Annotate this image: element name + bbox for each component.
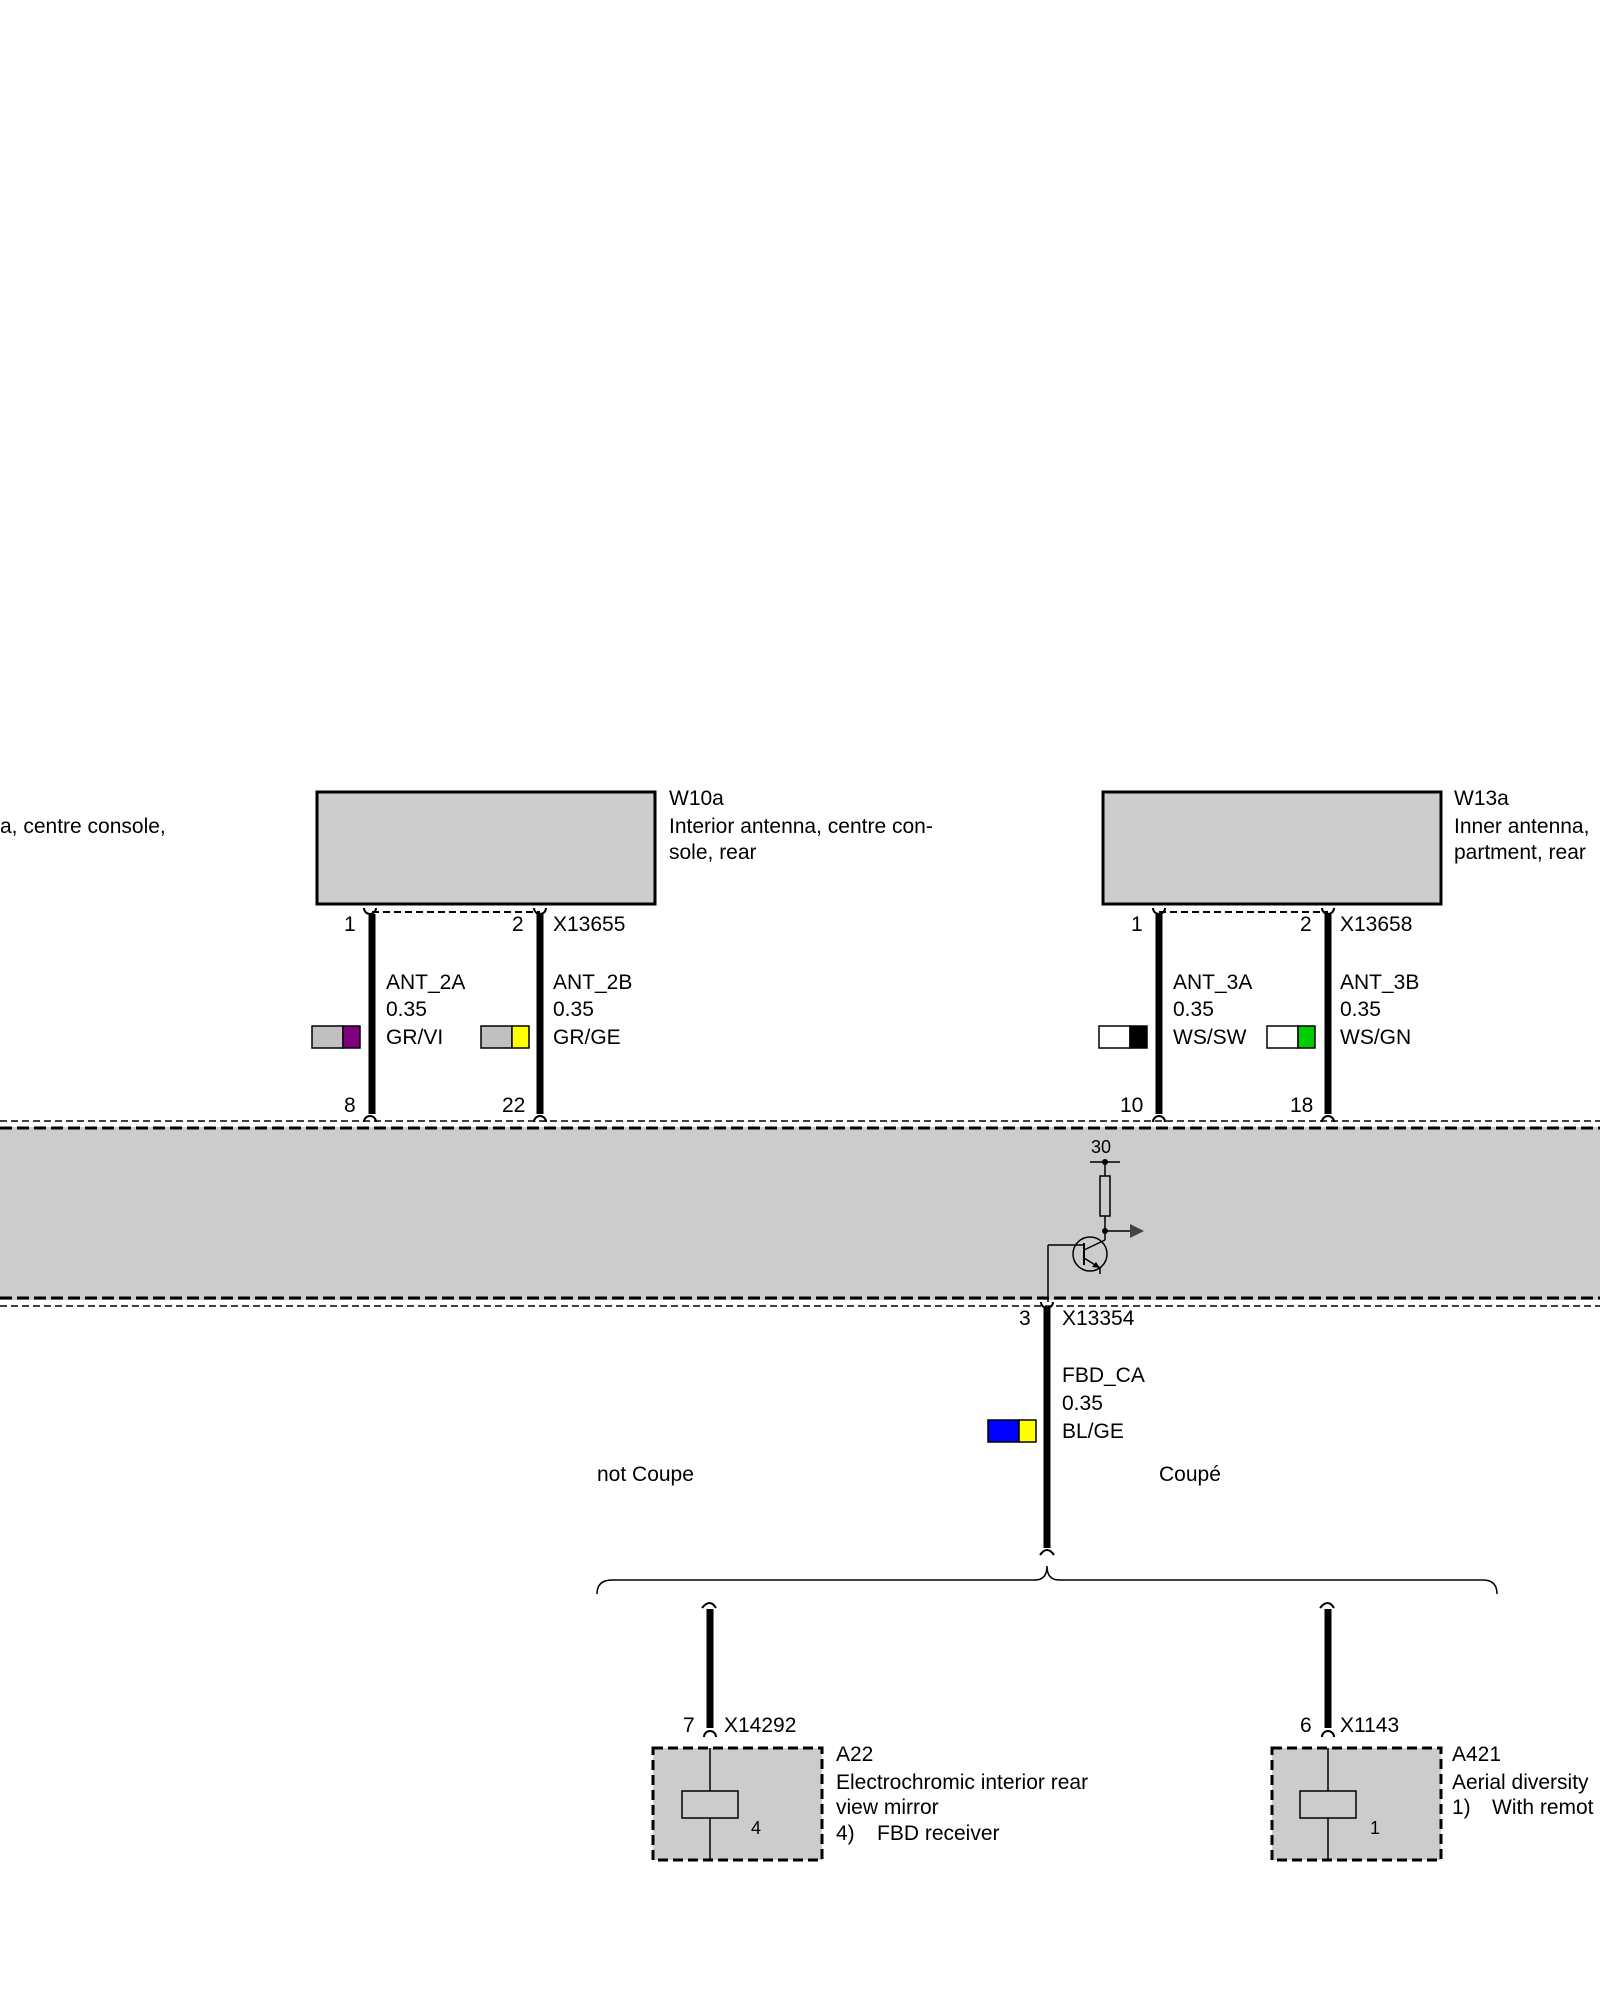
variant-brace: [596, 1565, 1498, 1595]
wire-fbd-ca[interactable]: [1039, 1301, 1055, 1556]
w10a-partial-description: a, centre console,: [0, 815, 166, 838]
wire-ant-3a-size: 0.35: [1173, 998, 1214, 1021]
connector-x13354: X13354: [1062, 1307, 1135, 1330]
variant-left-label: not Coupe: [597, 1463, 694, 1486]
a421-receiver-symbol: [1299, 1748, 1357, 1860]
control-module[interactable]: [0, 1120, 1600, 1307]
module-pin-30: 30: [1091, 1137, 1111, 1157]
w13a-component-box[interactable]: [1101, 790, 1443, 906]
w13a-pin-1: 1: [1131, 913, 1143, 936]
module-pin-22: 22: [502, 1094, 525, 1117]
a22-note-text: FBD receiver: [877, 1822, 1000, 1845]
a22-receiver-symbol: [681, 1748, 739, 1860]
a421-inner-pin: 1: [1370, 1818, 1380, 1838]
wire-to-a421[interactable]: [1319, 1602, 1335, 1738]
wire-ant-3b-name: ANT_3B: [1340, 971, 1419, 994]
a22-desc-line1: Electrochromic interior rear: [836, 1771, 1088, 1794]
wire-ant-3b[interactable]: [1321, 907, 1335, 1123]
w10a-desc-line2: sole, rear: [669, 841, 757, 864]
wire-ant-3b-size: 0.35: [1340, 998, 1381, 1021]
wire-ant-3b-swatch: [1266, 1025, 1316, 1049]
a421-component-box[interactable]: [1270, 1746, 1443, 1862]
connector-x1143: X1143: [1340, 1714, 1399, 1737]
a421-desc-line1: Aerial diversity: [1452, 1771, 1589, 1794]
a22-pin-7: 7: [683, 1714, 695, 1737]
wire-fbd-ca-size: 0.35: [1062, 1392, 1103, 1415]
wire-ant-2b[interactable]: [533, 907, 547, 1123]
wire-ant-2a-name: ANT_2A: [386, 971, 465, 994]
wire-ant-3a[interactable]: [1152, 907, 1166, 1123]
a22-note-number: 4): [836, 1822, 855, 1845]
wire-ant-3a-color-code: WS/SW: [1173, 1026, 1247, 1049]
connector-x13658: X13658: [1340, 913, 1412, 936]
wire-ant-3a-name: ANT_3A: [1173, 971, 1252, 994]
transistor-output-circuit: [1047, 1159, 1144, 1302]
a421-pin-6: 6: [1300, 1714, 1312, 1737]
wire-ant-2b-name: ANT_2B: [553, 971, 632, 994]
wire-fbd-ca-name: FBD_CA: [1062, 1364, 1145, 1387]
w10a-id: W10a: [669, 787, 724, 810]
w13a-id: W13a: [1454, 787, 1509, 810]
w10a-pin-2: 2: [512, 913, 524, 936]
a22-desc-line2: view mirror: [836, 1796, 939, 1819]
wire-ant-2a[interactable]: [363, 907, 377, 1123]
module-pin-10: 10: [1120, 1094, 1143, 1117]
a22-id: A22: [836, 1743, 873, 1766]
wire-ant-2a-swatch: [311, 1025, 361, 1049]
wire-ant-2b-size: 0.35: [553, 998, 594, 1021]
a421-note-text: With remot: [1492, 1796, 1594, 1819]
wire-ant-2b-swatch: [480, 1025, 530, 1049]
w10a-desc-line1: Interior antenna, centre con-: [669, 815, 933, 838]
wire-fbd-ca-swatch: [987, 1419, 1037, 1443]
wire-ant-2a-size: 0.35: [386, 998, 427, 1021]
wire-to-a22[interactable]: [701, 1602, 717, 1738]
module-pin-8: 8: [344, 1094, 356, 1117]
wire-ant-2a-color-code: GR/VI: [386, 1026, 443, 1049]
connector-x13655: X13655: [553, 913, 625, 936]
a421-note-number: 1): [1452, 1796, 1471, 1819]
module-pin-18: 18: [1290, 1094, 1313, 1117]
wire-ant-3b-color-code: WS/GN: [1340, 1026, 1411, 1049]
a421-id: A421: [1452, 1743, 1501, 1766]
w13a-desc-line1: Inner antenna,: [1454, 815, 1589, 838]
a22-inner-pin: 4: [751, 1818, 761, 1838]
module-pin-3: 3: [1019, 1307, 1031, 1330]
variant-right-label: Coupé: [1159, 1463, 1221, 1486]
wire-ant-2b-color-code: GR/GE: [553, 1026, 621, 1049]
connector-x14292: X14292: [724, 1714, 796, 1737]
w13a-desc-line2: partment, rear: [1454, 841, 1586, 864]
wire-ant-3a-swatch: [1098, 1025, 1148, 1049]
w10a-component-box[interactable]: [315, 790, 657, 906]
w13a-pin-2: 2: [1300, 913, 1312, 936]
w10a-pin-1: 1: [344, 913, 356, 936]
wire-fbd-ca-color-code: BL/GE: [1062, 1420, 1124, 1443]
